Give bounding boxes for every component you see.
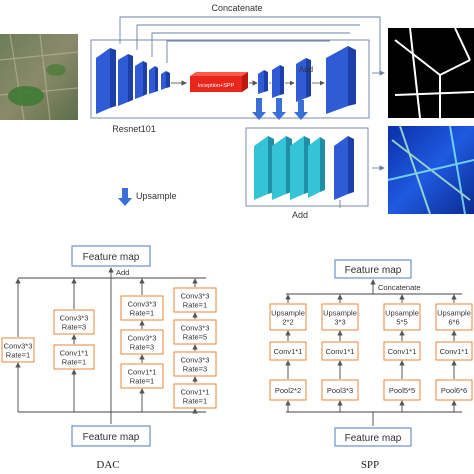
- dac-col1-box-1-text: Rate=1: [6, 351, 30, 360]
- spp-conv-box-3: Conv1*1: [383, 341, 421, 361]
- dac-col3-box-2-text: Conv3*3: [128, 334, 157, 343]
- spp-feature-map-bottom: [334, 427, 412, 447]
- spp-upsample-box-1-text: 2*2: [282, 318, 293, 327]
- dac-add-label: Add: [116, 268, 129, 277]
- spp-pool-box-2-text: Pool3*3: [327, 386, 353, 395]
- decoder-frame: [245, 127, 369, 207]
- satellite-input-image: [0, 33, 79, 121]
- dac-col2-box-1-text: Rate=1: [62, 358, 86, 367]
- dac-col2-box-2-text: Conv3*3: [60, 314, 89, 323]
- spp-pool-box-1: Pool2*2: [269, 379, 307, 401]
- dac-col4-box-2-text: Conv3*3: [181, 356, 210, 365]
- encoder-label: Resnet101: [112, 124, 156, 134]
- dac-col4-box-4-text: Rate=1: [183, 301, 207, 310]
- dac-col3-box-3-text: Conv3*3: [128, 300, 157, 309]
- spp-conv-box-2: Conv1*1: [321, 341, 359, 361]
- spp-feature-map-top-label: Feature map: [345, 265, 402, 276]
- dac-col4-box-3-text: Conv3*3: [181, 324, 210, 333]
- spp-pool-box-4-text: Pool6*6: [441, 386, 467, 395]
- inception-spp-block: Inception+SPP: [190, 72, 248, 92]
- spp-upsample-box-4-text: Upsample: [437, 309, 471, 318]
- dac-col1-box-1-text: Conv3*3: [4, 342, 33, 351]
- dac-col4-box-1-text: Conv1*1: [181, 388, 210, 397]
- spp-title: SPP: [361, 459, 379, 471]
- spp-upsample-box-1-text: Upsample: [271, 309, 305, 318]
- dac-col4-box-3-text: Rate=5: [183, 333, 207, 342]
- spp-pool-box-3-text: Pool5*5: [389, 386, 415, 395]
- spp-conv-box-4-text: Conv1*1: [440, 347, 469, 356]
- spp-feature-map-bottom-label: Feature map: [345, 433, 402, 444]
- spp-conv-box-4: Conv1*1: [435, 341, 473, 361]
- upsample-legend-label: Upsample: [136, 191, 177, 201]
- decoder-cyan-blocks: [254, 136, 354, 200]
- decoder-top-blocks: [258, 46, 356, 114]
- spp-upsample-box-2-text: Upsample: [323, 309, 357, 318]
- add-top-label: Add: [299, 65, 313, 74]
- spp-upsample-box-4-text: 6*6: [448, 318, 459, 327]
- spp-pool-box-4: Pool6*6: [435, 379, 473, 401]
- upsample-legend: Upsample: [118, 188, 177, 206]
- dac-col3-box-3-text: Rate=1: [130, 309, 154, 318]
- spp-pool-box-1-text: Pool2*2: [275, 386, 301, 395]
- heatmap-output: [387, 125, 474, 215]
- spp-upsample-box-3-text: Upsample: [385, 309, 419, 318]
- dac-col4-box-2-text: Rate=3: [183, 365, 207, 374]
- spp-branches: Pool2*2Conv1*1Upsample2*2Pool3*3Conv1*1U…: [269, 294, 473, 412]
- concat-skip-lines: [119, 16, 381, 72]
- dac-feature-map-bottom: [71, 425, 151, 447]
- spp-conv-box-1: Conv1*1: [269, 341, 307, 361]
- dac-diagram: Feature map Feature map Add DAC: [18, 245, 206, 471]
- concatenate-top-label: Concatenate: [211, 3, 262, 13]
- dac-col2-box-1-text: Conv1*1: [60, 349, 89, 358]
- dac-col4-box-1-text: Rate=1: [183, 397, 207, 406]
- dac-col3-box-1-text: Rate=1: [130, 377, 154, 386]
- add-bottom-label: Add: [292, 210, 308, 220]
- spp-conv-box-3-text: Conv1*1: [388, 347, 417, 356]
- dac-col3-box-2-text: Rate=3: [130, 343, 154, 352]
- inception-spp-label: Inception+SPP: [198, 83, 235, 89]
- dac-feature-map-bottom-label: Feature map: [83, 432, 140, 443]
- spp-pool-box-2: Pool3*3: [321, 379, 359, 401]
- spp-pool-box-3: Pool5*5: [383, 379, 421, 401]
- spp-upsample-box-2-text: 3*3: [334, 318, 345, 327]
- network-frame: [90, 39, 370, 119]
- dac-col3-box-1-text: Conv1*1: [128, 368, 157, 377]
- dac-col2-box-2-text: Rate=3: [62, 323, 86, 332]
- spp-conv-box-2-text: Conv1*1: [326, 347, 355, 356]
- dac-title: DAC: [96, 459, 119, 471]
- dac-feature-map-top-label: Feature map: [83, 252, 140, 263]
- spp-feature-map-top: [334, 259, 412, 279]
- encoder-blocks: [96, 48, 170, 114]
- spp-conv-box-1-text: Conv1*1: [274, 347, 303, 356]
- dac-col4-box-4-text: Conv3*3: [181, 292, 210, 301]
- road-map-output: [388, 27, 474, 119]
- spp-diagram: Feature map Feature map Concatenate SPP: [286, 259, 462, 471]
- spp-concatenate-label: Concatenate: [378, 283, 421, 292]
- spp-upsample-box-3-text: 5*5: [396, 318, 407, 327]
- dac-feature-map-top: [71, 245, 151, 267]
- upsample-arrows: [252, 98, 308, 120]
